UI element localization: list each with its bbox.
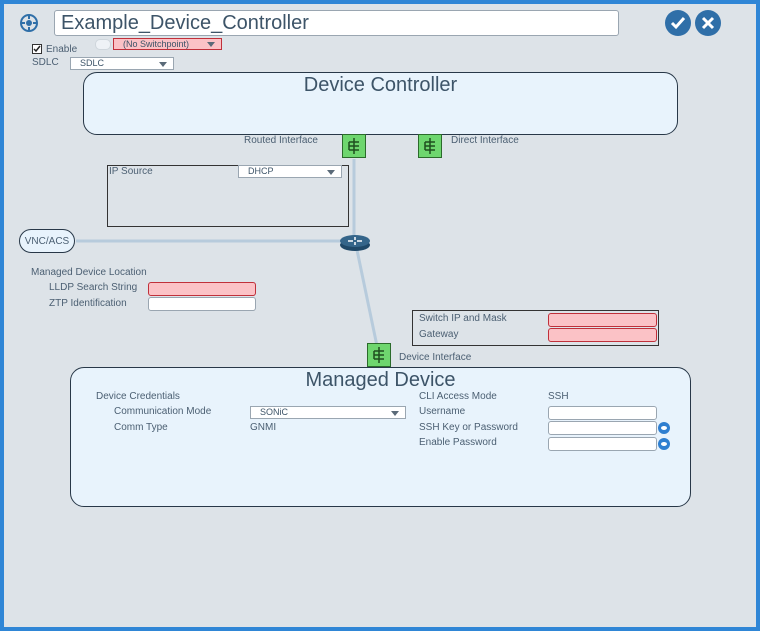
enable-password-label: Enable Password: [419, 437, 497, 448]
cli-access-mode-label: CLI Access Mode: [419, 391, 497, 402]
vnc-acs-label: VNC/ACS: [24, 235, 70, 247]
ip-source-box: [107, 165, 349, 227]
enable-checkbox[interactable]: [32, 44, 42, 54]
ztp-identification-label: ZTP Identification: [49, 298, 127, 309]
show-enable-password-eye-icon[interactable]: [658, 438, 670, 450]
managed-device-location-title: Managed Device Location: [31, 267, 147, 278]
switch-ip-box: [412, 310, 659, 346]
routed-interface-icon[interactable]: [342, 134, 366, 158]
close-icon: [701, 16, 715, 30]
switchpoint-select[interactable]: (No Switchpoint): [113, 38, 222, 50]
device-controller-title: Device Controller: [303, 74, 458, 96]
network-port-icon: [373, 347, 384, 363]
network-port-icon: [424, 138, 435, 154]
username-input[interactable]: [548, 406, 657, 420]
network-port-icon: [348, 138, 359, 154]
gateway-input[interactable]: [548, 328, 657, 342]
device-interface-icon[interactable]: [367, 343, 391, 367]
vnc-acs-node[interactable]: VNC/ACS: [19, 229, 75, 253]
communication-mode-select[interactable]: SONiC: [250, 406, 406, 419]
lldp-search-label: LLDP Search String: [49, 282, 138, 293]
sdlc-label: SDLC: [32, 57, 59, 68]
switchpoint-toggle-icon[interactable]: [95, 39, 111, 50]
check-icon: [670, 17, 686, 30]
topology-lines: [76, 159, 379, 347]
cli-access-mode-value: SSH: [548, 391, 569, 402]
confirm-button[interactable]: [665, 10, 691, 36]
chevron-down-icon: [391, 411, 399, 416]
direct-interface-icon[interactable]: [418, 134, 442, 158]
direct-interface-label: Direct Interface: [451, 135, 519, 146]
device-name-input[interactable]: Example_Device_Controller: [54, 10, 619, 36]
device-interface-label: Device Interface: [399, 352, 472, 363]
ssh-key-label: SSH Key or Password: [419, 422, 518, 433]
lldp-search-input[interactable]: [148, 282, 256, 296]
device-credentials-label: Device Credentials: [96, 391, 180, 402]
comm-type-label: Comm Type: [114, 422, 168, 433]
switchpoint-value: (No Switchpoint): [123, 39, 190, 49]
managed-device-title: Managed Device: [305, 369, 456, 391]
device-controller-panel: Device Controller: [83, 72, 678, 135]
username-label: Username: [419, 406, 466, 417]
switch-ip-mask-input[interactable]: [548, 313, 657, 327]
enable-password-input[interactable]: [548, 437, 657, 451]
ztp-identification-input[interactable]: [148, 297, 256, 311]
ip-source-label: IP Source: [109, 166, 153, 177]
chevron-down-icon: [159, 62, 167, 67]
ip-source-value: DHCP: [248, 166, 274, 176]
routed-interface-label: Routed Interface: [244, 135, 318, 146]
app-logo-icon: [20, 14, 38, 32]
chevron-down-icon: [327, 170, 335, 175]
checkmark-icon: [33, 45, 41, 53]
router-icon[interactable]: [339, 232, 371, 252]
comm-type-value: GNMI: [250, 422, 277, 433]
communication-mode-value: SONiC: [260, 407, 289, 417]
ip-source-select[interactable]: DHCP: [238, 165, 342, 178]
ssh-key-input[interactable]: [548, 421, 657, 435]
sdlc-select[interactable]: SDLC: [70, 57, 174, 70]
enable-label: Enable: [46, 44, 78, 55]
cancel-button[interactable]: [695, 10, 721, 36]
chevron-down-icon: [207, 42, 215, 47]
communication-mode-label: Communication Mode: [114, 406, 212, 417]
gateway-label: Gateway: [419, 329, 459, 340]
switch-ip-mask-label: Switch IP and Mask: [419, 313, 507, 324]
sdlc-value: SDLC: [80, 58, 105, 68]
show-password-eye-icon[interactable]: [658, 422, 670, 434]
